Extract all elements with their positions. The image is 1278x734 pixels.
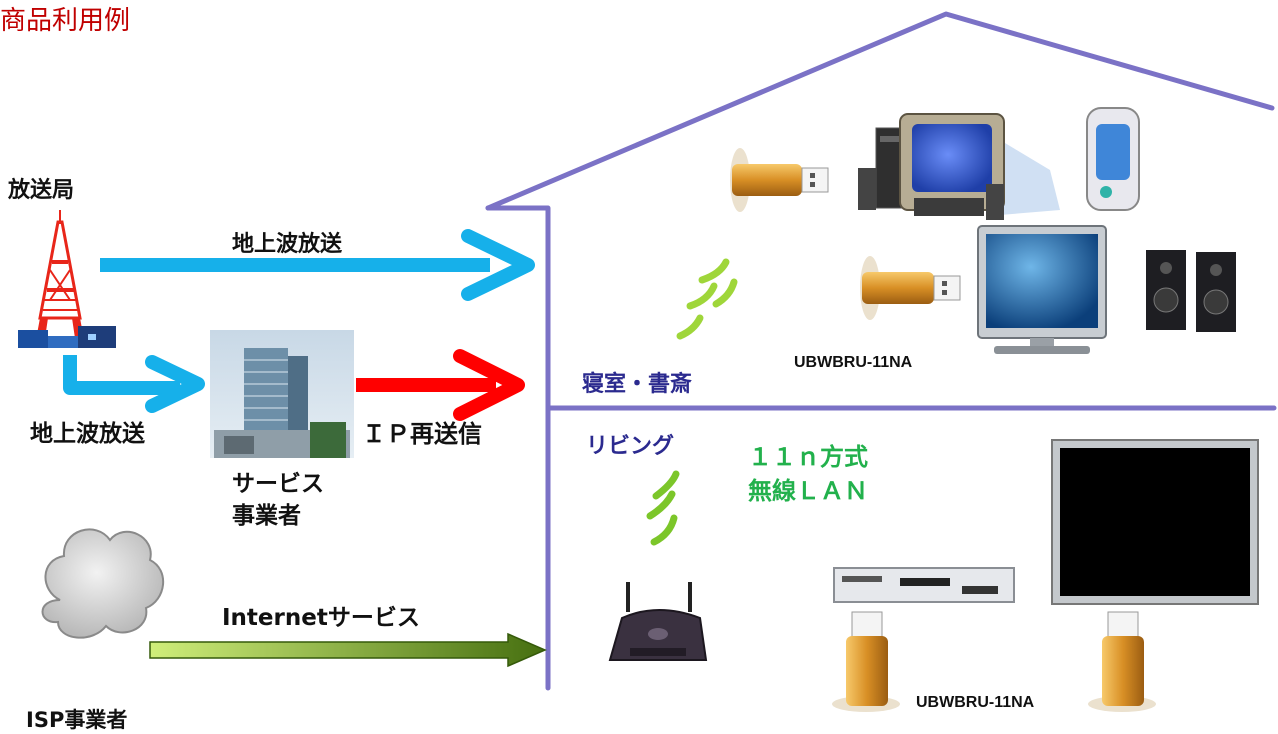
arrow-terrestrial-bottom <box>63 355 205 413</box>
label-internet-service: Internetサービス <box>222 605 420 631</box>
desktop-pc-icon <box>858 113 1060 220</box>
label-wireless: １１ｎ方式 無線ＬＡＮ <box>748 443 868 505</box>
usb-adapter-icon <box>860 256 961 320</box>
monitor-icon <box>1051 439 1259 605</box>
label-terrestrial-top: 地上波放送 <box>232 232 343 257</box>
wifi-signal-icon <box>646 470 680 546</box>
usb-adapter-icon <box>730 148 829 212</box>
label-model-top: UBWBRU-11NA <box>794 354 913 371</box>
dvd-recorder-icon <box>833 567 1015 603</box>
speaker-icon <box>1146 250 1236 332</box>
label-isp: ISP事業者 <box>26 708 128 732</box>
usb-adapter-icon <box>832 611 900 712</box>
arrow-terrestrial-top <box>100 229 535 301</box>
house-outline <box>485 11 1277 691</box>
arrow-internet-service <box>149 632 547 668</box>
label-model-bottom: UBWBRU-11NA <box>916 694 1035 711</box>
arrow-ip-retransmit <box>356 349 525 421</box>
label-terrestrial-bottom: 地上波放送 <box>30 421 145 447</box>
label-service-provider: サービス 事業者 <box>232 471 324 529</box>
label-bedroom: 寝室・書斎 <box>582 372 693 397</box>
wifi-signal-icon <box>676 258 738 340</box>
building-photo <box>210 330 354 458</box>
cloud-icon <box>41 528 165 639</box>
usb-adapter-icon <box>1088 611 1156 712</box>
label-ip-retransmit: ＩＰ再送信 <box>362 420 482 448</box>
pda-icon <box>1086 107 1140 211</box>
label-living: リビング <box>586 434 675 459</box>
label-broadcaster: 放送局 <box>8 178 75 203</box>
lcd-tv-icon <box>977 225 1107 354</box>
page-title: 商品利用例 <box>0 6 131 36</box>
wireless-router-icon <box>608 582 708 661</box>
tower-icon <box>18 210 116 348</box>
